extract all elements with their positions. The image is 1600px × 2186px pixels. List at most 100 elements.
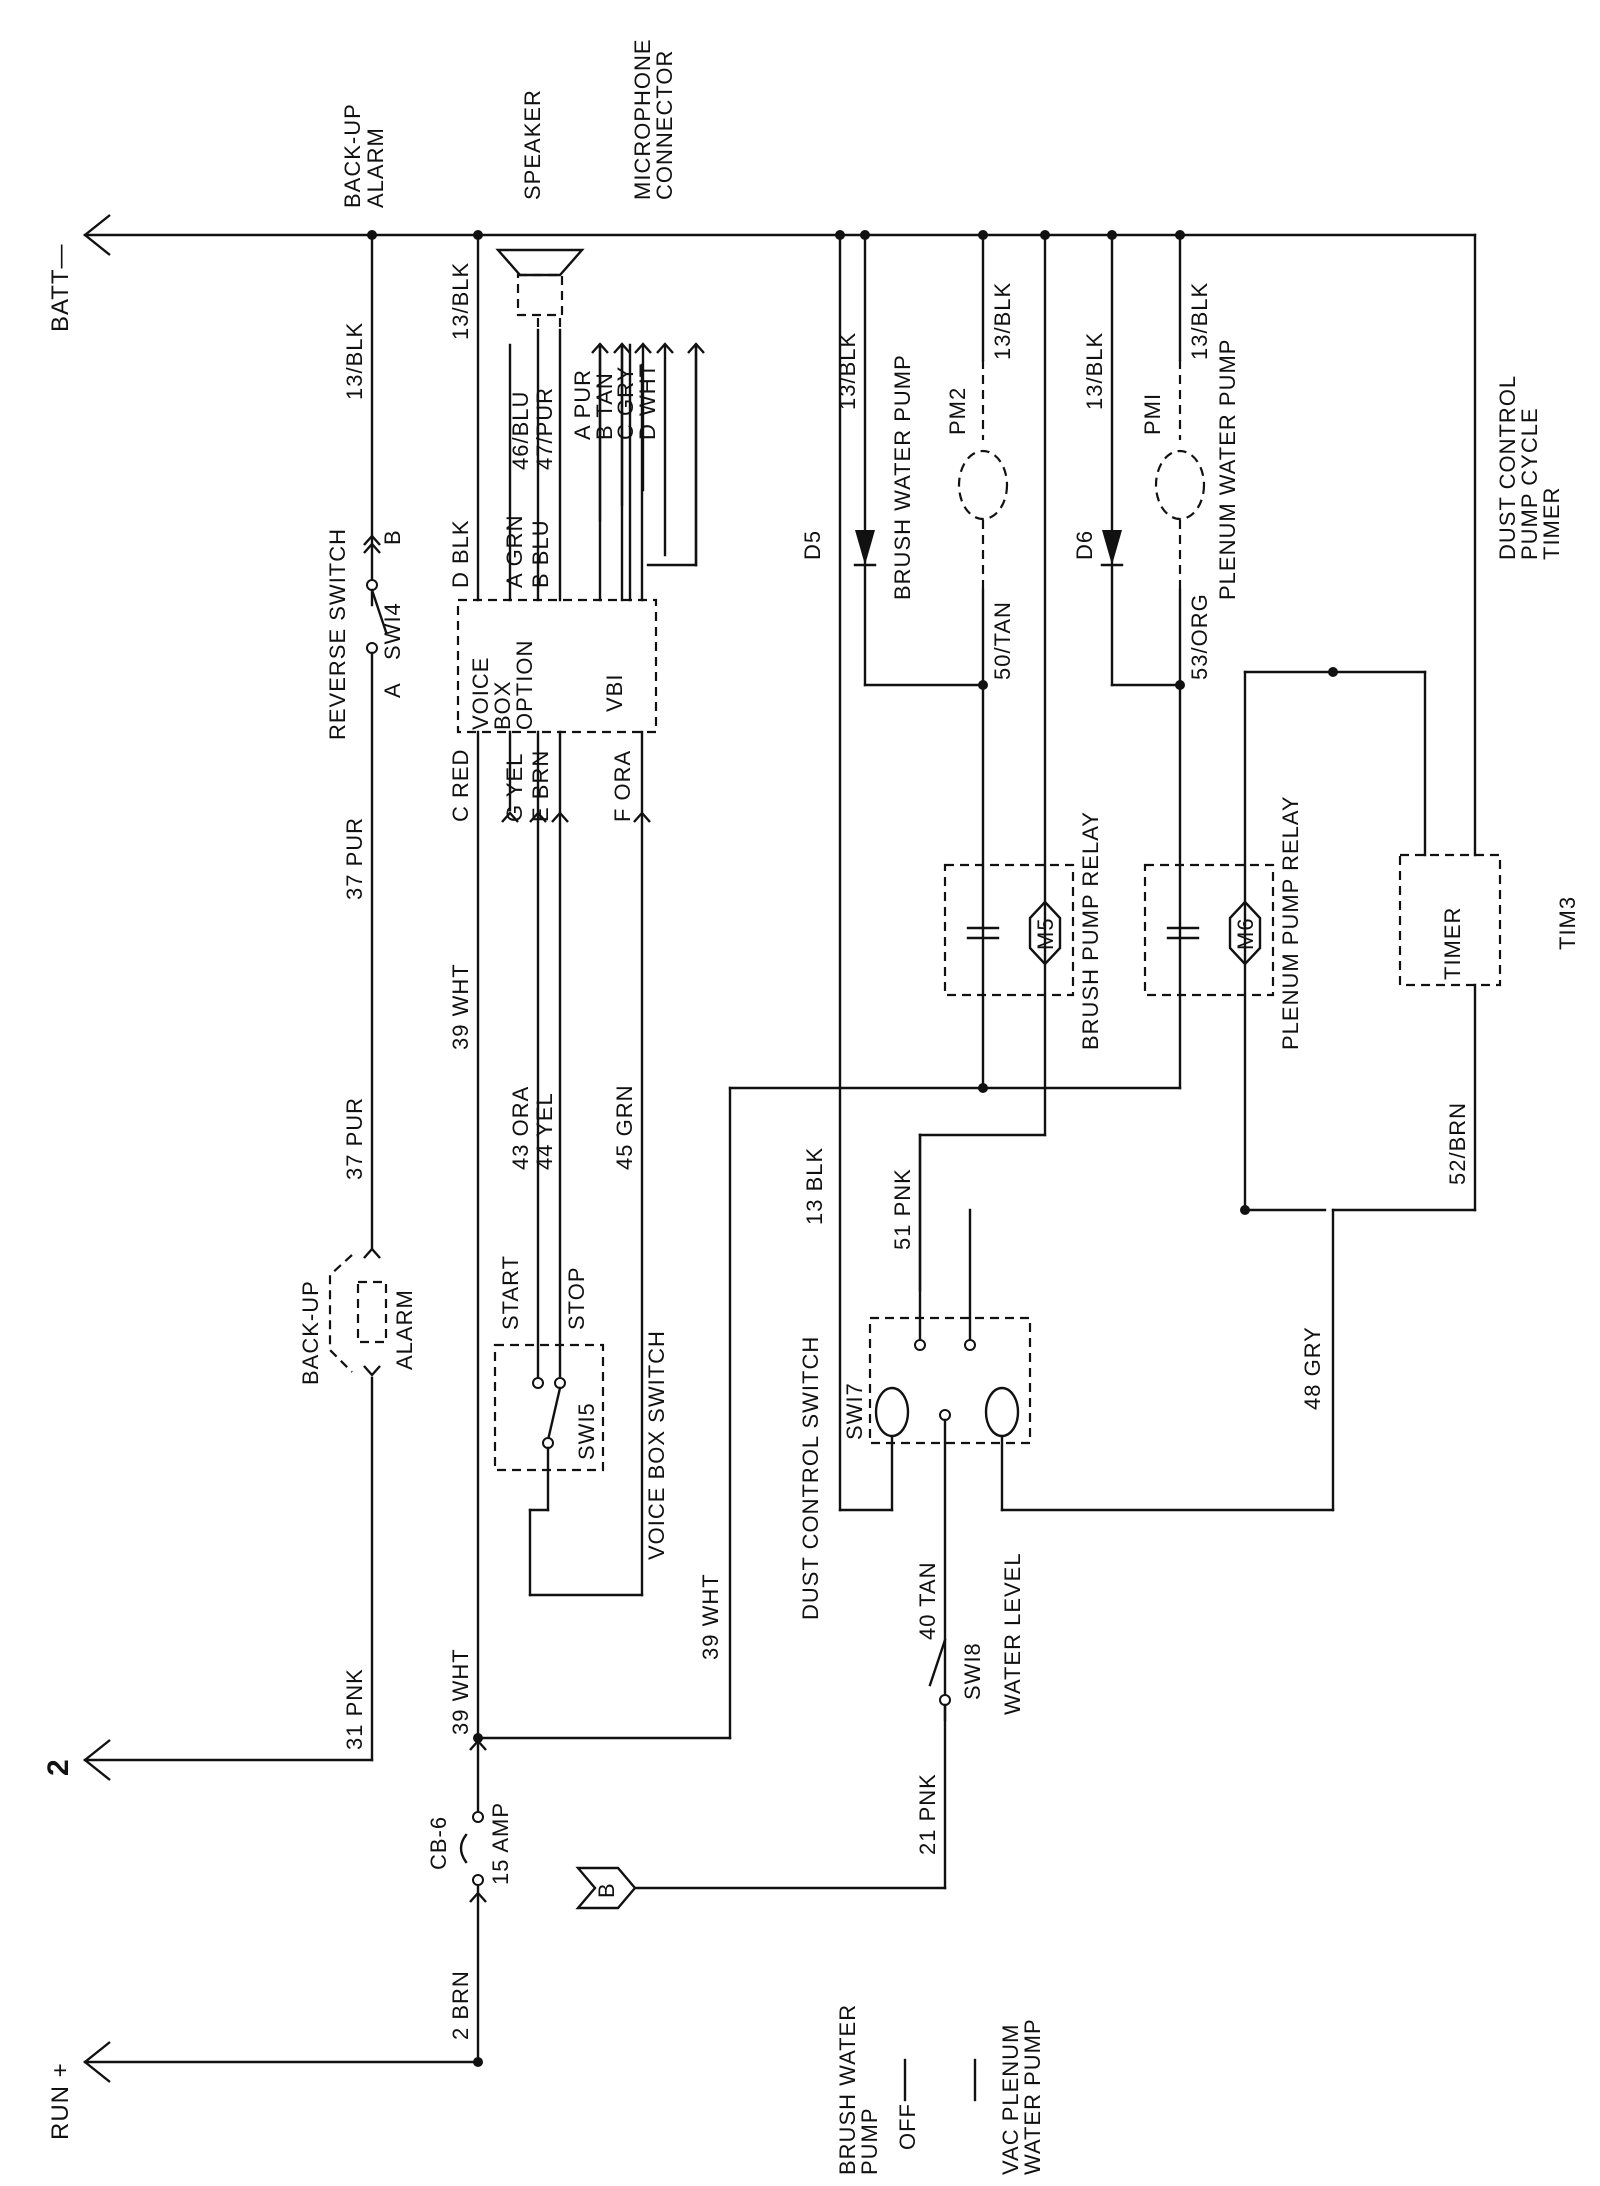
backup-alarm-label-2: ALARM xyxy=(392,1289,417,1370)
wire-51pnk: 51 PNK xyxy=(890,1168,915,1250)
wire-39wht-b: 39 WHT xyxy=(448,1648,473,1735)
swi4-label: SWI4 xyxy=(380,602,405,660)
wire-2brn: 2 BRN xyxy=(448,1970,473,2040)
mic-pin-d: D WHT xyxy=(635,363,660,440)
timer-label: TIMER xyxy=(1440,907,1465,980)
mic-pin-c: C GRY xyxy=(613,366,638,440)
wire-39wht-a: 39 WHT xyxy=(448,963,473,1050)
legend-vac-1: VAC PLENUM xyxy=(998,2024,1023,2175)
run-label: RUN + xyxy=(47,2062,74,2140)
wire-40tan: 40 TAN xyxy=(915,1561,940,1640)
dust-control-switch-label: DUST CONTROL SWITCH xyxy=(798,1336,823,1620)
swi8-label: SWI8 xyxy=(960,1642,985,1700)
speaker-icon xyxy=(495,248,585,317)
wire-44yel: 44 YEL xyxy=(532,1092,557,1170)
water-level-switch xyxy=(575,1638,951,1910)
start-label: START xyxy=(498,1255,523,1330)
brush-pump-relay-label: BRUSH PUMP RELAY xyxy=(1078,811,1103,1050)
wire-45grn: 45 GRN xyxy=(612,1085,637,1170)
voicebox-switch-label: VOICE BOX SWITCH xyxy=(644,1330,669,1560)
swi7-label: SWI7 xyxy=(842,1382,867,1440)
legend-brush-1: BRUSH WATER xyxy=(835,2004,860,2175)
wire-37pur-a: 37 PUR xyxy=(342,817,367,900)
wire-13blk-d5: 13/BLK xyxy=(835,332,860,410)
legend-vac-2: WATER PUMP xyxy=(1020,2018,1045,2175)
wire-13blk-dc: 13 BLK xyxy=(802,1147,827,1225)
voicebox-module xyxy=(456,318,705,1597)
backup-alarm-top-label-2: ALARM xyxy=(363,127,388,208)
legend-brush-2: PUMP xyxy=(857,2107,882,2175)
speaker-label: SPEAKER xyxy=(520,89,545,200)
m6-label: M6 xyxy=(1233,917,1258,950)
voicebox-title-2: BOX xyxy=(490,681,515,730)
reverse-switch-label: REVERSE SWITCH xyxy=(325,528,350,740)
voicebox-pin-b: B BLU xyxy=(528,519,553,588)
voicebox-pin-g: G YEL xyxy=(502,753,527,822)
sheet-ref-label: 2 xyxy=(42,1759,75,1776)
pm2-label: PM2 xyxy=(945,387,970,435)
voicebox-pin-d: D BLK xyxy=(448,519,473,588)
brush-pump-relay xyxy=(943,863,1075,997)
voicebox-feed-branch xyxy=(459,230,1182,2067)
m5-label: M5 xyxy=(1033,917,1058,950)
wire-52brn: 52/BRN xyxy=(1445,1102,1470,1185)
stop-label: STOP xyxy=(564,1266,589,1330)
cb6-label: CB-6 xyxy=(426,1816,451,1870)
backup-alarm-branch xyxy=(328,230,388,1762)
wire-31pnk: 31 PNK xyxy=(342,1668,367,1750)
sheet-2-rail xyxy=(83,1739,374,1781)
connector-b-label: B xyxy=(594,1882,619,1898)
wire-13blk-d6: 13/BLK xyxy=(1082,332,1107,410)
tim3-label: TIM3 xyxy=(1555,896,1580,950)
swi5-label: SWI5 xyxy=(574,1402,599,1460)
plenum-water-pump-label: PLENUM WATER PUMP xyxy=(1215,339,1240,600)
pin-b-swi4: B xyxy=(380,529,405,545)
backup-alarm-top-label-1: BACK-UP xyxy=(340,103,365,208)
dust-control-switch xyxy=(838,1133,1335,1722)
mic-title-2: CONNECTOR xyxy=(652,50,677,200)
plenum-pump-branch xyxy=(1100,230,1338,1215)
voicebox-ref: VBI xyxy=(602,674,627,712)
wire-13blk-pm2: 13/BLK xyxy=(990,282,1015,360)
dust-timer-title-1: DUST CONTROL xyxy=(1495,375,1520,560)
voicebox-switch xyxy=(493,1343,605,1597)
wire-53org: 53/ORG xyxy=(1187,593,1212,680)
wire-39wht-c: 39 WHT xyxy=(698,1573,723,1660)
wire-21pnk: 21 PNK xyxy=(915,1773,940,1855)
wire-13blk-alarm: 13/BLK xyxy=(342,322,367,400)
wire-13blk-vb: 13/BLK xyxy=(448,262,473,340)
d5-label: D5 xyxy=(800,530,825,560)
brush-water-pump-label: BRUSH WATER PUMP xyxy=(890,354,915,600)
amp15-label: 15 AMP xyxy=(488,1802,513,1885)
batt-label: BATT— xyxy=(47,243,74,332)
legend-off: OFF xyxy=(895,2103,920,2150)
mic-pin-b: B TAN xyxy=(592,372,617,440)
d6-label: D6 xyxy=(1072,530,1097,560)
wire-50tan: 50/TAN xyxy=(990,601,1015,680)
wire-48gry: 48 GRY xyxy=(1300,1326,1325,1410)
voicebox-pin-f: F ORA xyxy=(610,750,635,822)
dust-timer-title-2: PUMP CYCLE xyxy=(1517,407,1542,560)
voicebox-pin-e: E BRN xyxy=(528,750,553,822)
brush-pump-branch xyxy=(835,230,1050,1512)
voicebox-pin-a: A GRN xyxy=(502,515,527,588)
run-rail xyxy=(83,2041,480,2083)
dust-timer xyxy=(1331,233,1502,1212)
pm1-label: PMI xyxy=(1140,393,1165,435)
wire-43ora: 43 ORA xyxy=(508,1086,533,1170)
voicebox-title-1: VOICE xyxy=(468,657,493,730)
backup-alarm-label-1: BACK-UP xyxy=(298,1280,323,1385)
voicebox-pin-c: C RED xyxy=(448,749,473,822)
wire-46blu: 46/BLU xyxy=(508,391,533,470)
mic-title-1: MICROPHONE xyxy=(630,38,655,200)
mic-pin-a: A PUR xyxy=(570,369,595,440)
dust-timer-title-3: TIMER xyxy=(1539,487,1564,560)
wire-37pur-b: 37 PUR xyxy=(342,1097,367,1180)
plenum-pump-relay-label: PLENUM PUMP RELAY xyxy=(1278,795,1303,1050)
water-level-label: WATER LEVEL xyxy=(1000,1552,1025,1715)
wire-47pur: 47/PUR xyxy=(532,387,557,470)
pin-a-swi4: A xyxy=(380,682,405,698)
voicebox-title-3: OPTION xyxy=(512,640,537,730)
